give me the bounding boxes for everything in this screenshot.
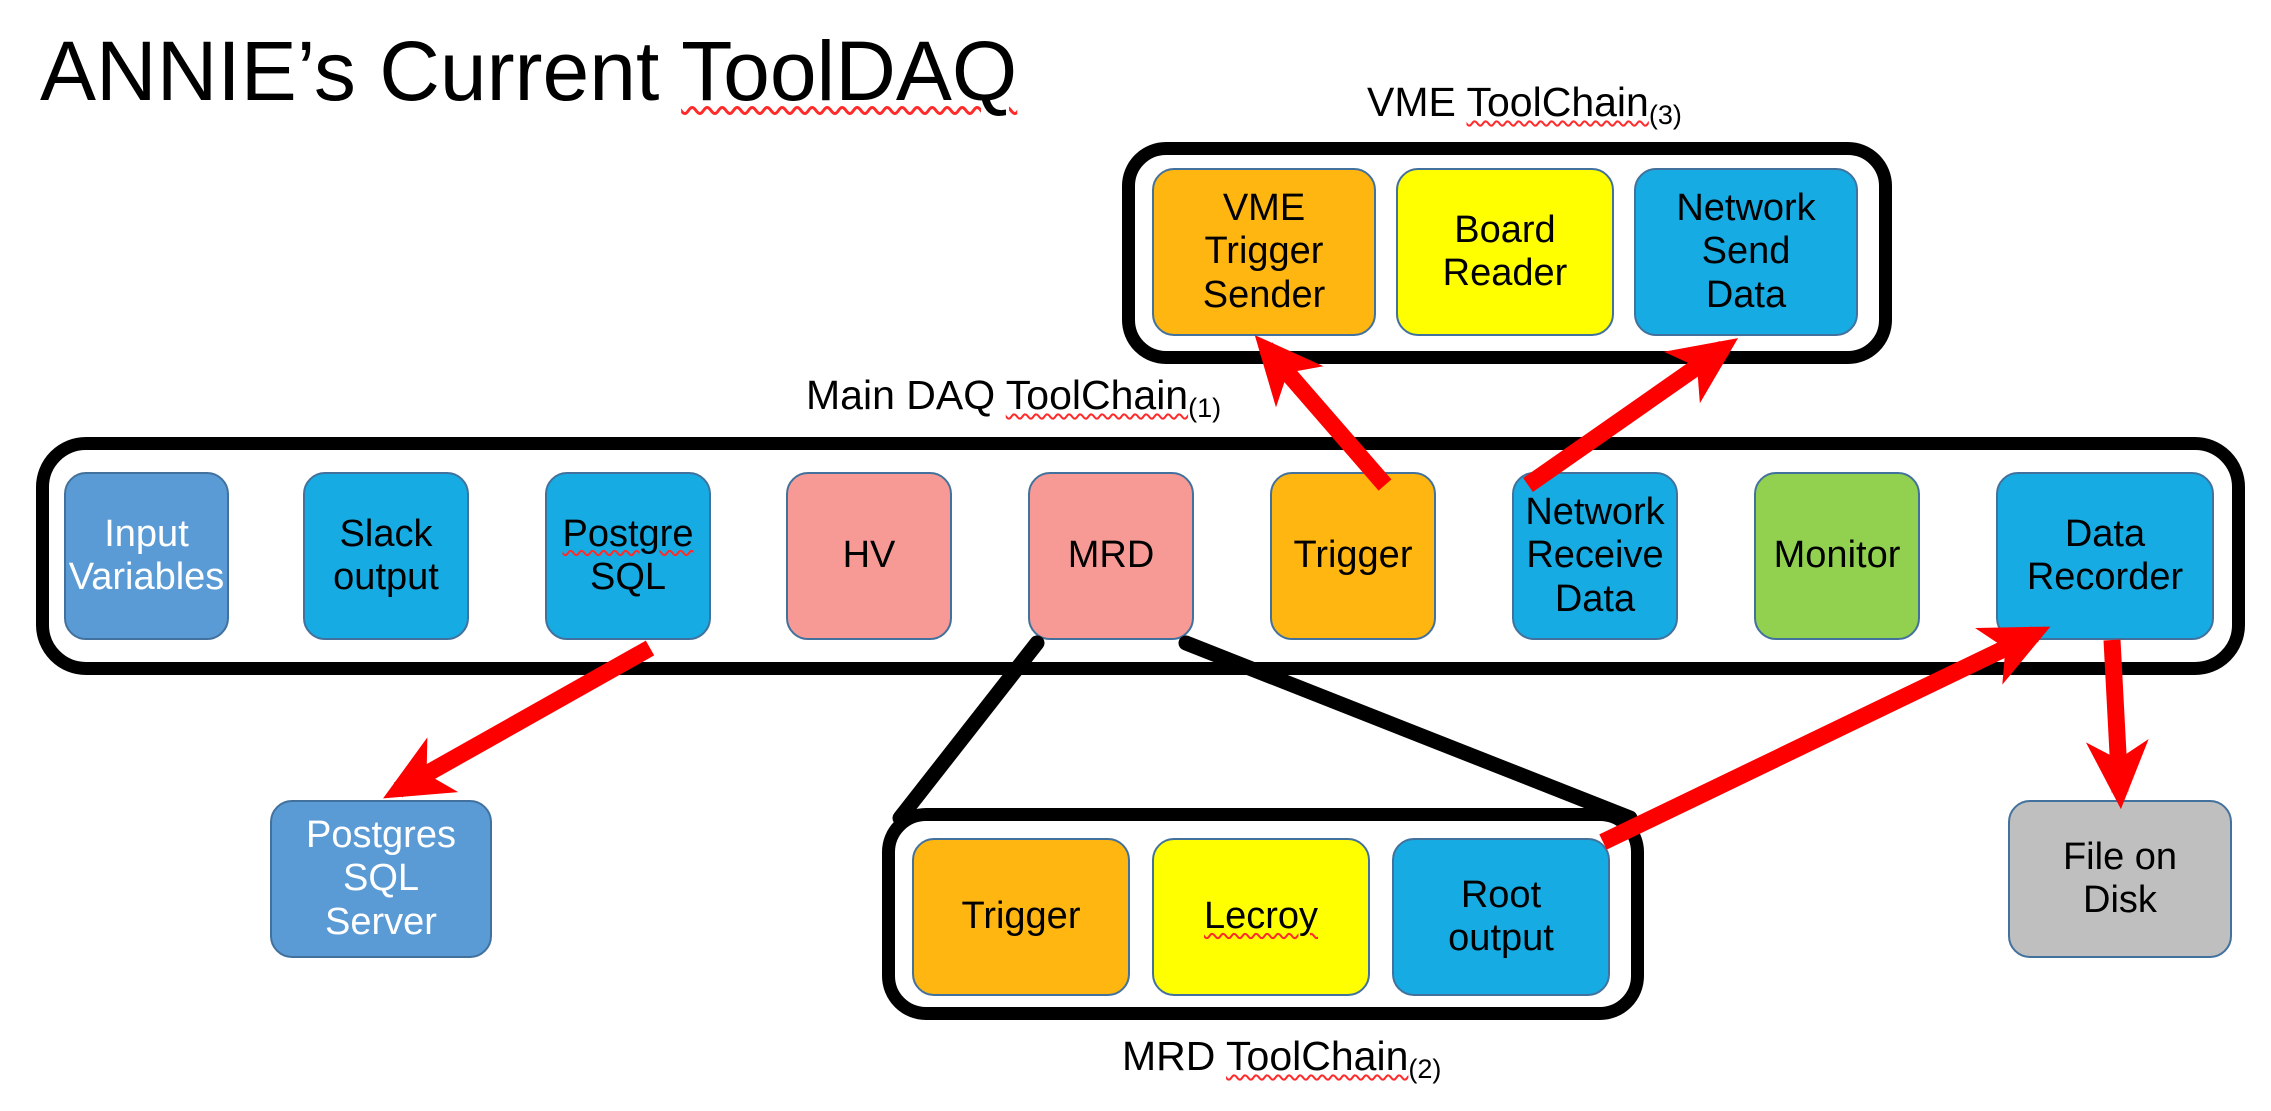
tool-label-line: Input	[104, 512, 189, 555]
tool-network-send-data[interactable]: Network Send Data	[1634, 168, 1858, 336]
page-title: ANNIE’s Current ToolDAQ	[40, 24, 1017, 118]
tool-data-recorder[interactable]: Data Recorder	[1996, 472, 2214, 640]
tool-board-reader[interactable]: Board Reader	[1396, 168, 1614, 336]
node-label-line: Disk	[2083, 879, 2157, 921]
tool-vme-trigger-sender[interactable]: VME Trigger Sender	[1152, 168, 1376, 336]
node-label-line: File on	[2062, 835, 2178, 878]
tool-label-line: Data	[2064, 512, 2146, 555]
tool-slack-output[interactable]: Slack output	[303, 472, 469, 640]
tool-label-line: Slack	[339, 512, 433, 555]
tool-label-line: Data	[1705, 273, 1787, 316]
tool-label-line: Network	[1676, 187, 1816, 230]
tool-label-line: output	[333, 556, 439, 598]
page-title-text: ANNIE’s Current	[40, 24, 682, 118]
vme-toolchain-label-subscript: (3)	[1648, 100, 1682, 131]
node-label-line: Postgres	[306, 814, 456, 857]
tool-input-variables[interactable]: Input Variables	[64, 472, 229, 640]
page-title-misspelled-word: ToolDAQ	[681, 24, 1018, 118]
main-daq-toolchain-label: Main DAQ ToolChain(1)	[806, 372, 1221, 422]
node-label-line: Server	[325, 900, 437, 943]
mrd-toolchain-label: MRD ToolChain(2)	[1122, 1033, 1441, 1083]
tool-label-line: HV	[842, 534, 896, 577]
mrd-toolchain-label-subscript: (2)	[1408, 1054, 1442, 1085]
tool-monitor[interactable]: Monitor	[1754, 472, 1920, 640]
tool-lecroy[interactable]: Lecroy	[1152, 838, 1370, 996]
vme-toolchain-label-prefix: VME	[1367, 79, 1467, 125]
node-file-on-disk[interactable]: File on Disk	[2008, 800, 2232, 958]
tool-postgre-sql[interactable]: Postgre SQL	[545, 472, 711, 640]
tool-label-line: Lecroy	[1203, 895, 1319, 938]
tool-network-receive-data[interactable]: Network Receive Data	[1512, 472, 1678, 640]
tool-label-line: SQL	[589, 556, 667, 598]
mrd-toolchain-label-misspelled: ToolChain	[1226, 1033, 1409, 1079]
tool-mrd[interactable]: MRD	[1028, 472, 1194, 640]
tool-label-line: Receive	[1526, 534, 1664, 577]
tool-label-line: VME	[1222, 187, 1306, 230]
tool-label-line: Trigger	[961, 895, 1081, 938]
tool-label-line: Send	[1701, 230, 1791, 273]
vme-toolchain-label: VME ToolChain(3)	[1367, 79, 1682, 129]
tool-label-line: output	[1448, 917, 1554, 959]
main-daq-toolchain-label-prefix: Main DAQ	[806, 372, 1006, 418]
tool-label-line: Postgre	[562, 512, 694, 555]
node-label-line: SQL	[342, 857, 420, 900]
tool-label-line: Network	[1525, 491, 1665, 534]
tool-label-line: Sender	[1202, 273, 1326, 316]
tool-label-line: Data	[1554, 577, 1636, 620]
tool-label-line: Root	[1460, 873, 1542, 916]
tool-label-line: MRD	[1067, 534, 1155, 577]
tool-label-line: Trigger	[1204, 230, 1324, 273]
tool-label-line: Monitor	[1773, 534, 1901, 577]
node-postgres-sql-server[interactable]: Postgres SQL Server	[270, 800, 492, 958]
tool-trigger-main[interactable]: Trigger	[1270, 472, 1436, 640]
tool-label-line: Trigger	[1293, 534, 1413, 577]
tool-trigger-mrd[interactable]: Trigger	[912, 838, 1130, 996]
tool-hv[interactable]: HV	[786, 472, 952, 640]
tool-label-line: Board	[1454, 208, 1556, 251]
main-daq-toolchain-label-misspelled: ToolChain	[1005, 372, 1189, 418]
tool-label-line: Variables	[68, 556, 225, 598]
tool-label-line: Reader	[1442, 252, 1568, 294]
main-daq-toolchain-label-subscript: (1)	[1188, 393, 1222, 424]
mrd-toolchain-label-prefix: MRD	[1122, 1033, 1227, 1079]
tool-label-line: Recorder	[2026, 556, 2184, 598]
tool-root-output[interactable]: Root output	[1392, 838, 1610, 996]
vme-toolchain-label-misspelled: ToolChain	[1466, 79, 1649, 125]
